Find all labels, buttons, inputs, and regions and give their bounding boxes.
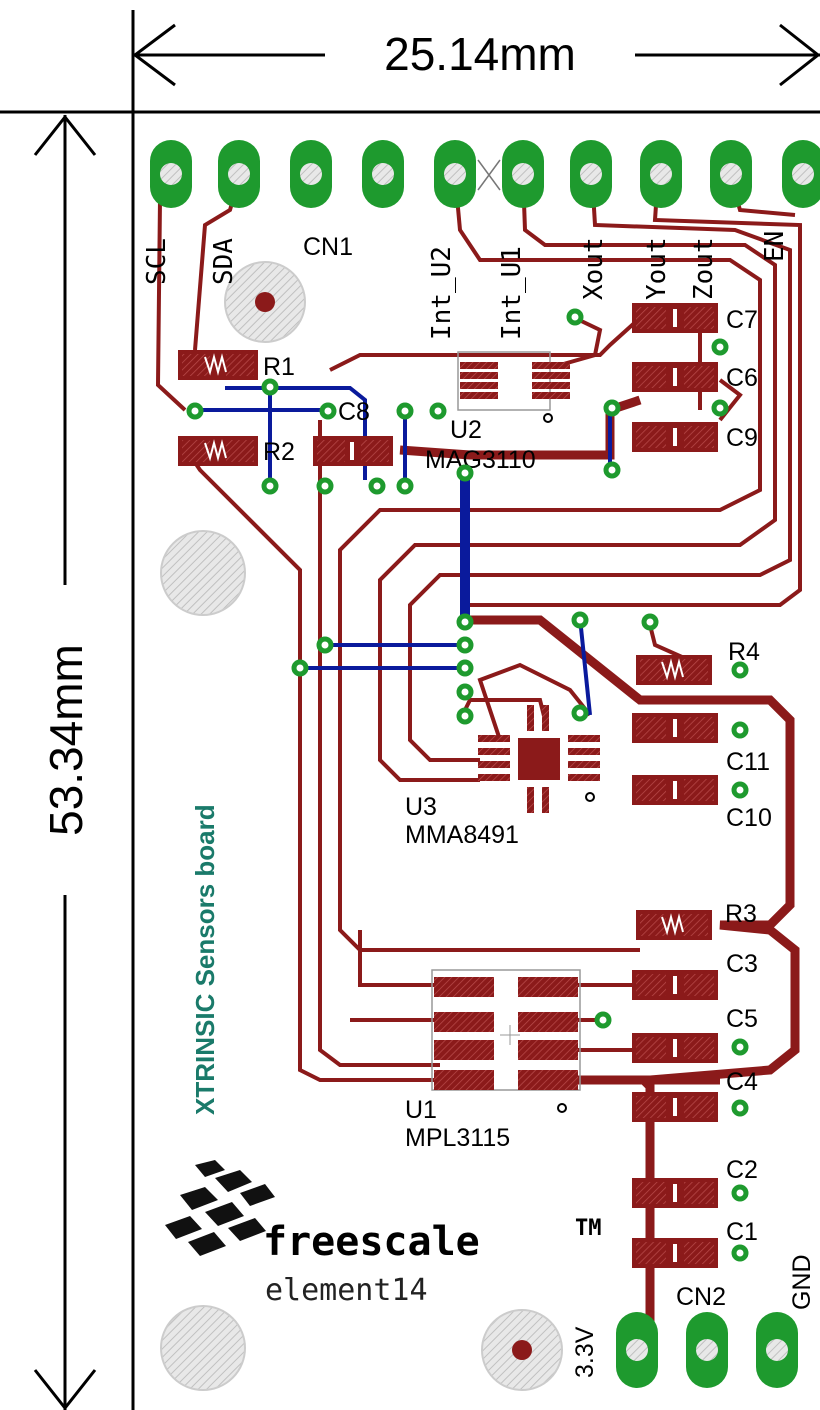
- brand-wordmark: freescale: [263, 1219, 480, 1265]
- r3-label: R3: [725, 900, 757, 928]
- pin-label-scl: SCL: [142, 238, 172, 285]
- element14-label: element14: [265, 1273, 428, 1308]
- freescale-logo-icon: [165, 1160, 275, 1256]
- pin-label-int-u1: Int_U1: [497, 246, 527, 340]
- dimension-lines: [0, 10, 820, 1410]
- u1-part: MPL3115: [405, 1124, 510, 1152]
- pin-label-3v3: 3.3V: [571, 1326, 599, 1378]
- height-dimension-label: 53.34mm: [40, 644, 92, 836]
- pin-label-en: EN: [760, 231, 790, 262]
- mounting-holes: [160, 261, 563, 1391]
- c4-label: C4: [726, 1068, 758, 1096]
- r1-label: R1: [263, 353, 295, 381]
- c5-label: C5: [726, 1005, 758, 1033]
- pin-label-gnd: GND: [788, 1254, 816, 1310]
- resistor-footprints: [178, 350, 712, 940]
- c9-label: C9: [726, 424, 758, 452]
- u1-footprint: [431, 969, 581, 1113]
- u3-footprint: [478, 705, 600, 813]
- width-dimension-label: 25.14mm: [384, 28, 576, 80]
- u2-part: MAG3110: [425, 446, 536, 474]
- u2-footprint: [457, 351, 570, 423]
- c2-label: C2: [726, 1156, 758, 1184]
- trademark-mark: TM: [575, 1216, 602, 1241]
- board-title: XTRINSIC Sensors board: [190, 804, 220, 1115]
- c10-label: C10: [726, 804, 772, 832]
- u2-ref: U2: [450, 416, 482, 444]
- r4-label: R4: [728, 638, 760, 666]
- pin-label-int-u2: Int_U2: [427, 246, 457, 340]
- cn2-label: CN2: [676, 1283, 726, 1311]
- c8-label: C8: [338, 398, 370, 426]
- capacitor-footprints: [313, 303, 718, 1268]
- pin-label-zout: Zout: [689, 237, 719, 300]
- copper-traces: [155, 174, 807, 1102]
- r2-label: R2: [263, 438, 295, 466]
- u1-ref: U1: [405, 1096, 437, 1124]
- c11-label: C11: [726, 748, 770, 776]
- pin-label-yout: Yout: [642, 237, 672, 300]
- pin-label-xout: Xout: [579, 237, 609, 300]
- cn1-label: CN1: [303, 233, 353, 261]
- u3-ref: U3: [405, 793, 437, 821]
- vias: [186, 308, 749, 1262]
- c3-label: C3: [726, 950, 758, 978]
- c1-label: C1: [726, 1218, 758, 1246]
- u3-part: MMA8491: [405, 821, 519, 849]
- pin-label-sda: SDA: [209, 238, 239, 285]
- c6-label: C6: [726, 364, 758, 392]
- cn1-header: [150, 140, 820, 208]
- cn2-header: [616, 1312, 798, 1388]
- c7-label: C7: [726, 306, 758, 334]
